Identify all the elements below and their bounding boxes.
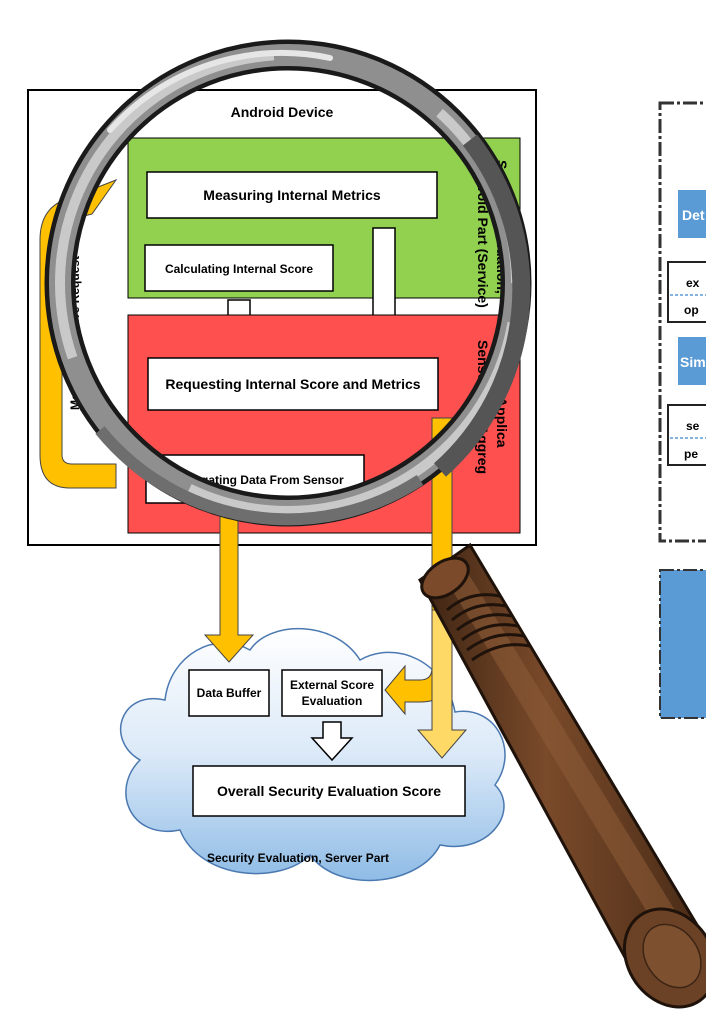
box-data-buffer [188,669,270,717]
box-external-score-line1: External Score [290,678,374,692]
magnifying-glass-icon [44,39,706,1009]
box-overall-score [192,765,466,817]
row-ex: ex [686,276,700,290]
box-measuring-text: Measuring Internal Metrics [203,187,381,203]
android-device-label: Android Device [231,104,334,120]
cloud-label: Security Evaluation, Server Part [207,851,389,865]
box-external-score [281,669,383,717]
header-sim [678,337,706,385]
row-pe: pe [684,447,698,461]
header-det-text: Det [682,207,705,223]
arrow-external-to-overall [310,721,354,762]
right-panel-fragment: Det ex op Sim se pe [658,101,706,719]
box-data-buffer-text: Data Buffer [197,686,262,700]
lens-ring-icon [44,39,532,527]
row-se: se [686,419,700,433]
box-requesting-text: Requesting Internal Score and Metrics [165,376,420,392]
row-op: op [684,303,699,317]
box-measuring [146,171,438,219]
box-external-score-line2: Evaluation [302,694,363,708]
blue-block [659,569,706,719]
box-calculating [144,244,334,292]
box-calculating-text: Calculating Internal Score [165,262,313,276]
header-sim-text: Sim [680,354,706,370]
box-requesting [147,357,439,411]
arrow-aggregating-to-buffer [203,511,255,663]
box-overall-score-text: Overall Security Evaluation Score [217,783,441,799]
header-det [678,190,706,238]
handle-icon [418,542,706,1009]
